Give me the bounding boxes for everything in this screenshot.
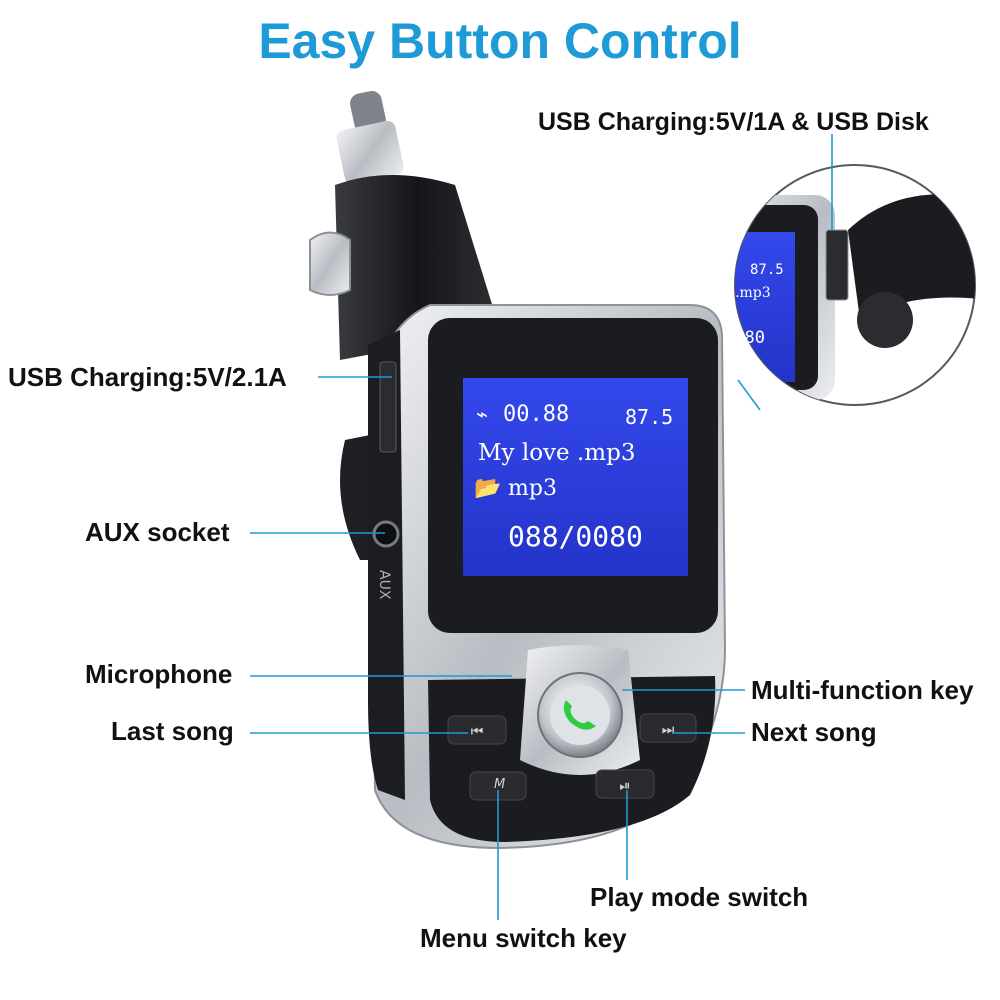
label-next-song: Next song (751, 717, 877, 747)
inset-lcd-row2: ove .mp3 (706, 285, 771, 301)
lcd-song-title: My love .mp3 (478, 440, 636, 466)
lcd-track-counter: 088/0080 (508, 520, 643, 553)
label-multi-function-key: Multi-function key (751, 675, 974, 705)
label-play-mode-switch: Play mode switch (590, 882, 809, 912)
aux-marking: AUX (376, 570, 392, 600)
lcd-format: mp3 (508, 476, 557, 501)
label-microphone: Microphone (85, 659, 233, 689)
inset-lcd-row1b: 87.5 (750, 262, 784, 278)
label-aux-socket: AUX socket (85, 517, 230, 547)
next-song-button (639, 713, 697, 743)
usb-port-21a (379, 361, 397, 453)
last-song-button (447, 715, 507, 745)
lcd-screen (463, 378, 688, 576)
menu-key-glyph: M (494, 777, 506, 792)
lcd-usb-icon: ⌁ (476, 402, 489, 426)
label-usb-charging-21a: USB Charging:5V/2.1A (8, 362, 287, 392)
page-title: Easy Button Control (258, 13, 742, 69)
inset-lcd-row1: .88 (706, 262, 732, 278)
plug-tip (336, 90, 404, 185)
inset-lcd-row3: 0080 (724, 328, 765, 348)
svg-text:⏮: ⏮ (471, 724, 484, 740)
label-usb-charging-1a: USB Charging:5V/1A & USB Disk (538, 108, 929, 136)
lcd-folder-icon: 📂 (474, 476, 502, 501)
svg-text:⏭: ⏭ (662, 722, 675, 738)
lcd-frequency: 87.5 (625, 405, 674, 429)
label-last-song: Last song (111, 716, 234, 746)
plug-spring-clip (309, 231, 351, 296)
play-mode-button (595, 769, 655, 799)
inset-usb-port (825, 229, 849, 301)
label-menu-switch-key: Menu switch key (420, 923, 627, 953)
lcd-voltage: 00.88 (503, 402, 570, 427)
call-icon (563, 700, 596, 730)
usb-inset (734, 164, 976, 406)
svg-text:⏯: ⏯ (619, 778, 630, 794)
aux-socket (372, 520, 400, 548)
callout-lines (250, 134, 833, 920)
